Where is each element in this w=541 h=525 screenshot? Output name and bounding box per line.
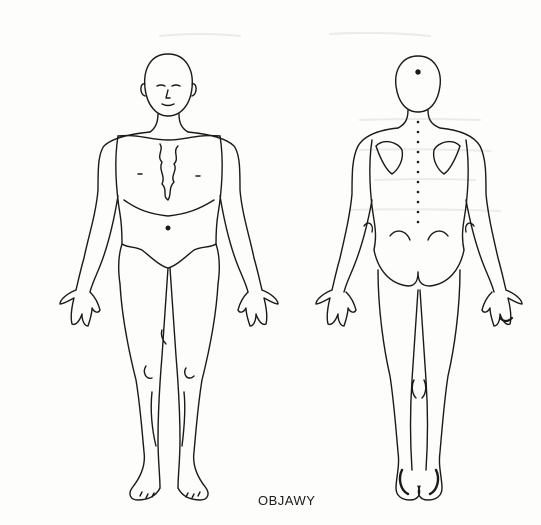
spine-dots (417, 121, 420, 224)
back-head (396, 56, 441, 112)
figure-caption: OBJAWY (258, 493, 315, 508)
